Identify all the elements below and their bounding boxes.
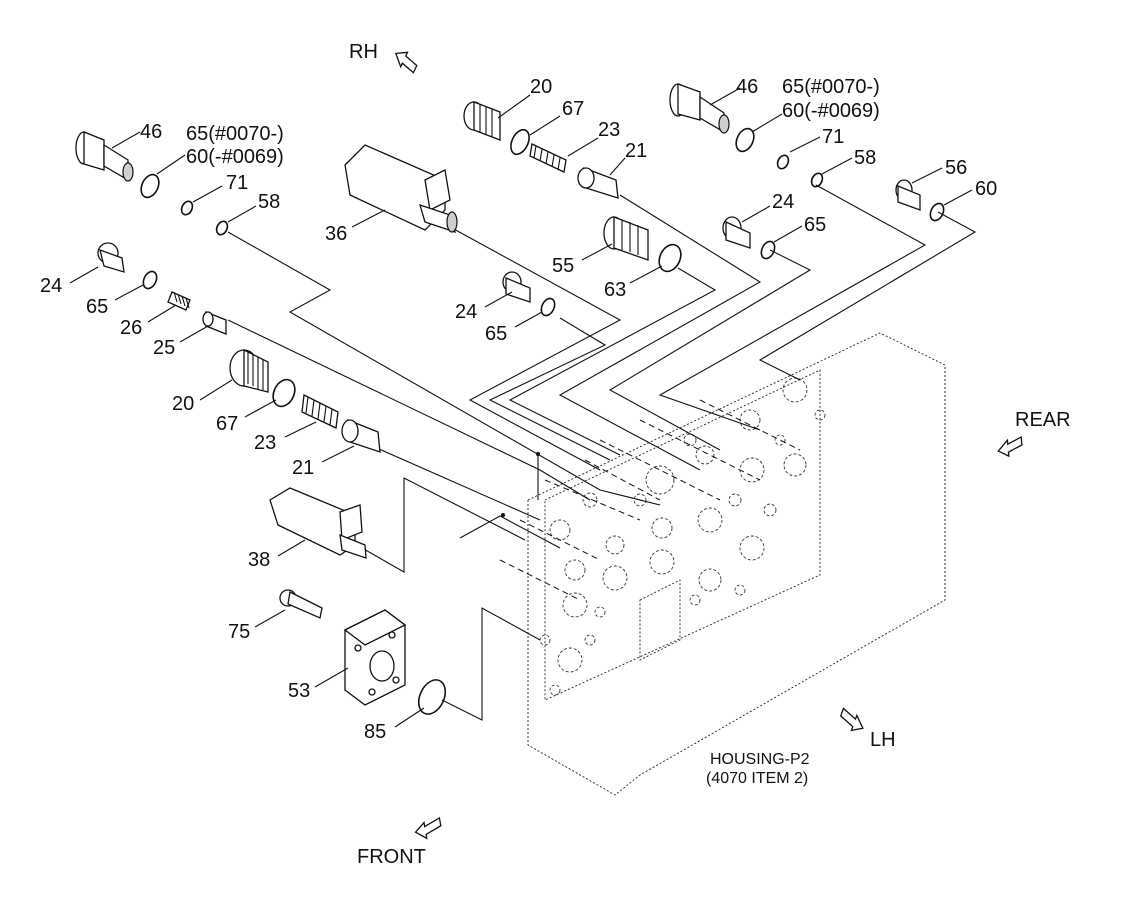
part-56-plug <box>895 179 921 211</box>
callout-55: 55 <box>552 255 574 277</box>
part-23-spring-top <box>529 143 567 173</box>
part-25-cap <box>202 311 227 335</box>
oring-65-left-b <box>142 270 158 290</box>
oring-67-left <box>272 378 296 408</box>
callout-46a: 46 <box>140 121 162 143</box>
arrow-rh-icon <box>394 51 418 74</box>
oring-71-left <box>180 200 194 216</box>
callout-65e: 65 <box>804 214 826 236</box>
callout-71b: 71 <box>822 126 844 148</box>
part-24-plug-left <box>97 242 125 273</box>
callout-23b: 23 <box>598 119 620 141</box>
callout-58a: 58 <box>258 191 280 213</box>
callout-36: 36 <box>325 223 347 245</box>
part-36-solenoid <box>344 144 458 234</box>
part-20-plug-left <box>229 348 269 393</box>
label-rear: REAR <box>1015 409 1071 431</box>
oring-58-right <box>810 172 824 188</box>
callout-85: 85 <box>364 721 386 743</box>
label-rh: RH <box>349 41 378 63</box>
housing-name: HOUSING-P2 <box>710 751 810 768</box>
callout-65d: 65(#0070-) <box>782 76 880 98</box>
assembly-lines <box>227 184 977 721</box>
callout-67b: 67 <box>562 98 584 120</box>
callout-65a: 65(#0070-) <box>186 123 284 145</box>
oring-65-right <box>735 127 755 153</box>
callout-71a: 71 <box>226 172 248 194</box>
part-26-spring <box>167 291 191 311</box>
oring-85 <box>417 679 447 715</box>
part-21-cap-left <box>341 419 381 453</box>
oring-60-right <box>929 202 945 222</box>
callout-20b: 20 <box>530 76 552 98</box>
oring-58-left <box>215 220 229 236</box>
callout-75: 75 <box>228 621 250 643</box>
oring-71-right <box>776 154 790 170</box>
callout-21a: 21 <box>292 457 314 479</box>
callout-60c: 60 <box>975 178 997 200</box>
orientation-labels: RH REAR LH FRONT HOUSING-P2 (4070 ITEM 2… <box>349 41 1071 868</box>
part-24-plug-right <box>722 216 751 249</box>
oring-65-left <box>140 173 160 199</box>
part-24-plug-center <box>502 271 531 303</box>
callout-24b: 24 <box>455 301 477 323</box>
callout-24c: 24 <box>772 191 794 213</box>
callout-24a: 24 <box>40 275 62 297</box>
housing-ref: (4070 ITEM 2) <box>706 770 808 787</box>
callout-53: 53 <box>288 680 310 702</box>
callout-60a: 60(-#0069) <box>186 146 284 168</box>
part-21-cap-top <box>577 167 619 199</box>
callout-38: 38 <box>248 549 270 571</box>
arrow-lh-icon <box>839 707 864 732</box>
part-callouts: 46 65(#0070-) 60(-#0069) 71 58 36 24 65 … <box>40 76 997 743</box>
part-46-plug-left <box>75 131 134 182</box>
part-55-plug <box>603 216 649 261</box>
label-lh: LH <box>870 729 896 751</box>
callout-25: 25 <box>153 337 175 359</box>
callout-56: 56 <box>945 157 967 179</box>
callout-23a: 23 <box>254 432 276 454</box>
callout-46b: 46 <box>736 76 758 98</box>
oring-67-top <box>510 128 530 156</box>
part-20-plug-top <box>463 101 501 141</box>
oring-65-center <box>540 297 556 317</box>
housing-outline <box>499 332 946 796</box>
part-53-flange <box>343 609 407 706</box>
callout-60b: 60(-#0069) <box>782 100 880 122</box>
arrow-front-icon <box>414 816 442 840</box>
part-38-solenoid <box>269 487 367 559</box>
callout-26: 26 <box>120 317 142 339</box>
arrow-rear-icon <box>997 435 1023 458</box>
oring-63 <box>658 243 682 273</box>
part-75-bolt <box>279 589 323 619</box>
callout-21b: 21 <box>625 140 647 162</box>
label-front: FRONT <box>357 846 426 868</box>
callout-58b: 58 <box>854 147 876 169</box>
callout-20a: 20 <box>172 393 194 415</box>
oring-65-right-b <box>760 240 776 260</box>
part-46-plug-right <box>669 83 730 134</box>
callout-63: 63 <box>604 279 626 301</box>
part-23-spring-left <box>301 394 339 429</box>
callout-67a: 67 <box>216 413 238 435</box>
leader-lines <box>69 87 973 728</box>
callout-65b: 65 <box>86 296 108 318</box>
callout-65c: 65 <box>485 323 507 345</box>
